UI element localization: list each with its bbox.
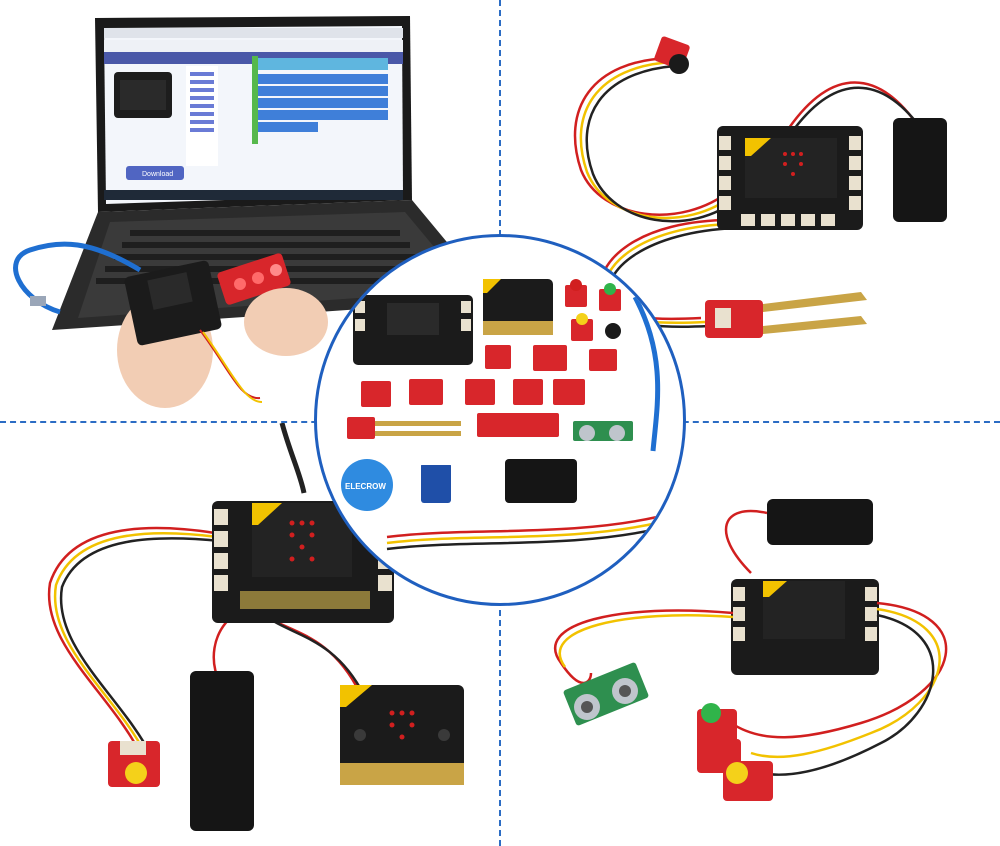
- elecrow-logo-text: ELECROW: [345, 482, 386, 491]
- laptop-scene: Download: [0, 0, 498, 420]
- kit-contents-circle: ELECROW: [314, 234, 686, 606]
- ultrasonic-scene: [501, 423, 1000, 846]
- download-label: Download: [142, 171, 173, 178]
